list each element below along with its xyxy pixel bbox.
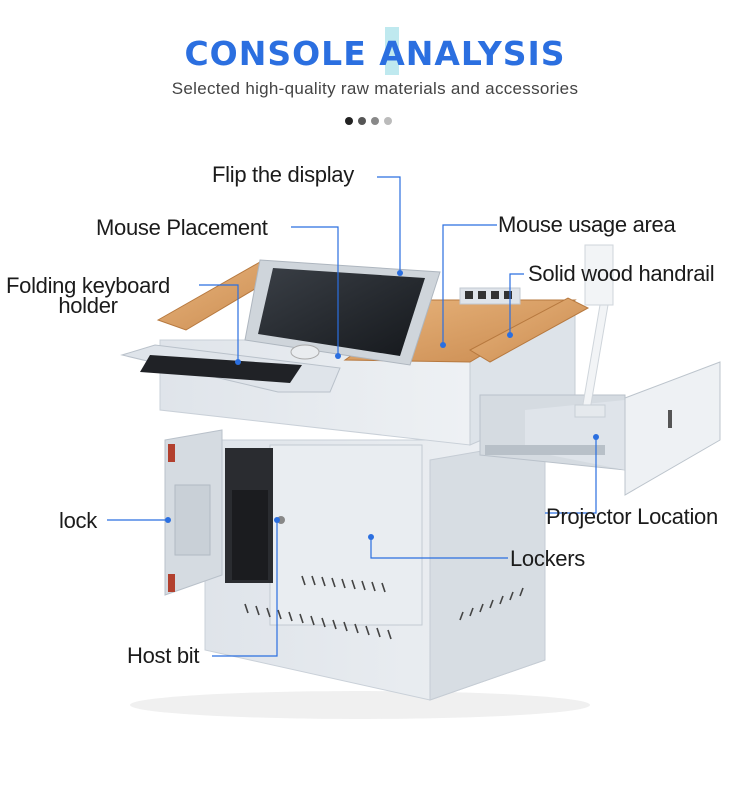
- flip-monitor: [244, 259, 441, 366]
- vents: [244, 575, 524, 640]
- label-folding-keyboard-line2: holder: [58, 293, 118, 318]
- leader-mouse-usage: [442, 224, 497, 345]
- label-solid-wood-handrail: Solid wood handrail: [528, 261, 715, 286]
- page-subtitle: Selected high-quality raw materials and …: [171, 79, 579, 98]
- keyboard-tray: [120, 344, 341, 393]
- leader-handrail: [509, 273, 524, 335]
- leader-mouse-placement: [291, 226, 339, 356]
- label-mouse-placement: Mouse Placement: [96, 215, 268, 240]
- leader-keyboard: [199, 284, 239, 362]
- leader-endpoints: [165, 270, 599, 540]
- keyboard: [140, 355, 302, 383]
- dot-2: [358, 117, 366, 125]
- leader-flip-display: [377, 176, 401, 273]
- leader-lines: [107, 176, 597, 657]
- label-folding-keyboard-holder: Folding keyboard holder: [6, 273, 170, 318]
- label-mouse-usage-area: Mouse usage area: [498, 212, 676, 237]
- label-projector-location: Projector Location: [546, 504, 718, 529]
- label-host-bit: Host bit: [127, 643, 200, 668]
- projector-drawer: [479, 244, 721, 496]
- lower-cabinet: [164, 429, 546, 701]
- label-lockers: Lockers: [510, 546, 585, 571]
- leader-lockers: [370, 537, 508, 559]
- dot-4: [384, 117, 392, 125]
- leader-host-bit: [212, 520, 278, 657]
- label-lock: lock: [59, 508, 97, 533]
- label-folding-keyboard-line1: Folding keyboard: [6, 273, 170, 298]
- dot-1: [345, 117, 353, 125]
- locker-door: [269, 444, 423, 626]
- dot-3: [371, 117, 379, 125]
- label-flip-display: Flip the display: [212, 162, 354, 187]
- leader-projector: [545, 437, 597, 514]
- carousel-dots: [345, 117, 392, 125]
- floor-shadow: [130, 691, 590, 719]
- right-handrail: [468, 297, 590, 363]
- title-accent-bar: [385, 27, 399, 75]
- projector-head: [584, 244, 614, 306]
- drawer-front: [624, 361, 721, 496]
- page-title: CONSOLE ANALYSIS: [184, 34, 566, 73]
